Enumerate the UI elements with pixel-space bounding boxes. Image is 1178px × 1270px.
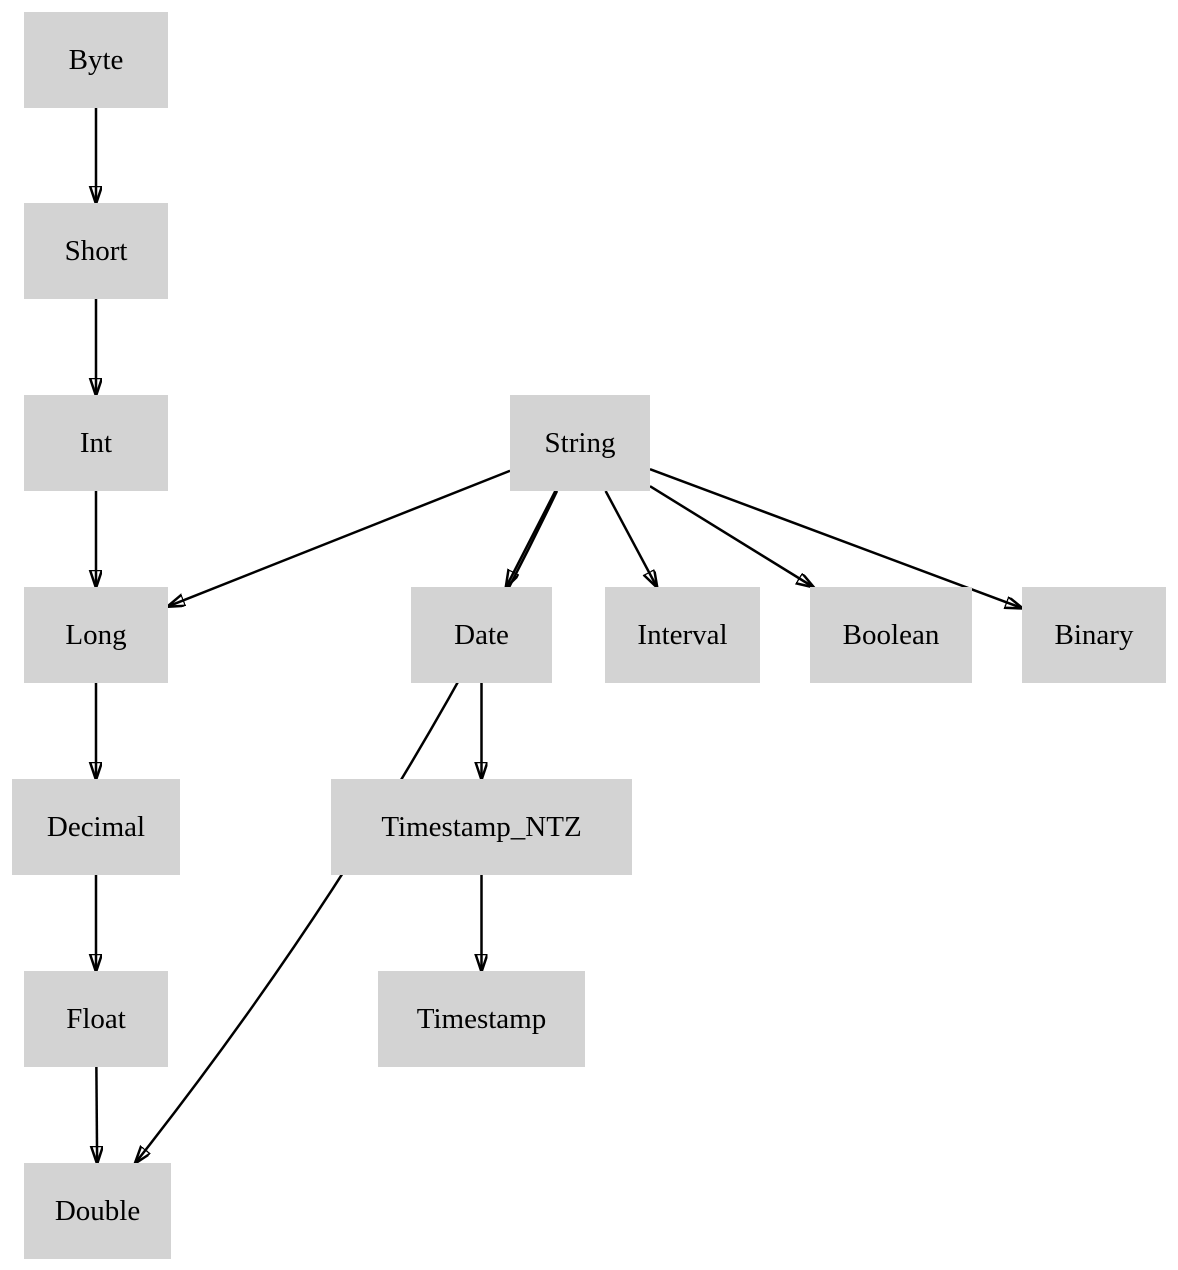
node-decimal: Decimal xyxy=(12,779,180,875)
node-float: Float xyxy=(24,971,168,1067)
node-long: Long xyxy=(24,587,168,683)
node-date: Date xyxy=(411,587,552,683)
edge-string-boolean xyxy=(649,485,813,587)
node-int: Int xyxy=(24,395,168,491)
node-double: Double xyxy=(24,1163,171,1259)
edge-float-double xyxy=(96,1066,97,1163)
edge-string-interval xyxy=(604,490,657,587)
node-timestamp-ntz: Timestamp_NTZ xyxy=(331,779,632,875)
node-string: String xyxy=(510,395,650,491)
node-binary: Binary xyxy=(1022,587,1166,683)
node-timestamp: Timestamp xyxy=(378,971,585,1067)
node-boolean: Boolean xyxy=(810,587,972,683)
node-interval: Interval xyxy=(605,587,760,683)
edge-string-date xyxy=(506,490,557,587)
node-byte: Byte xyxy=(24,12,168,108)
node-short: Short xyxy=(24,203,168,299)
